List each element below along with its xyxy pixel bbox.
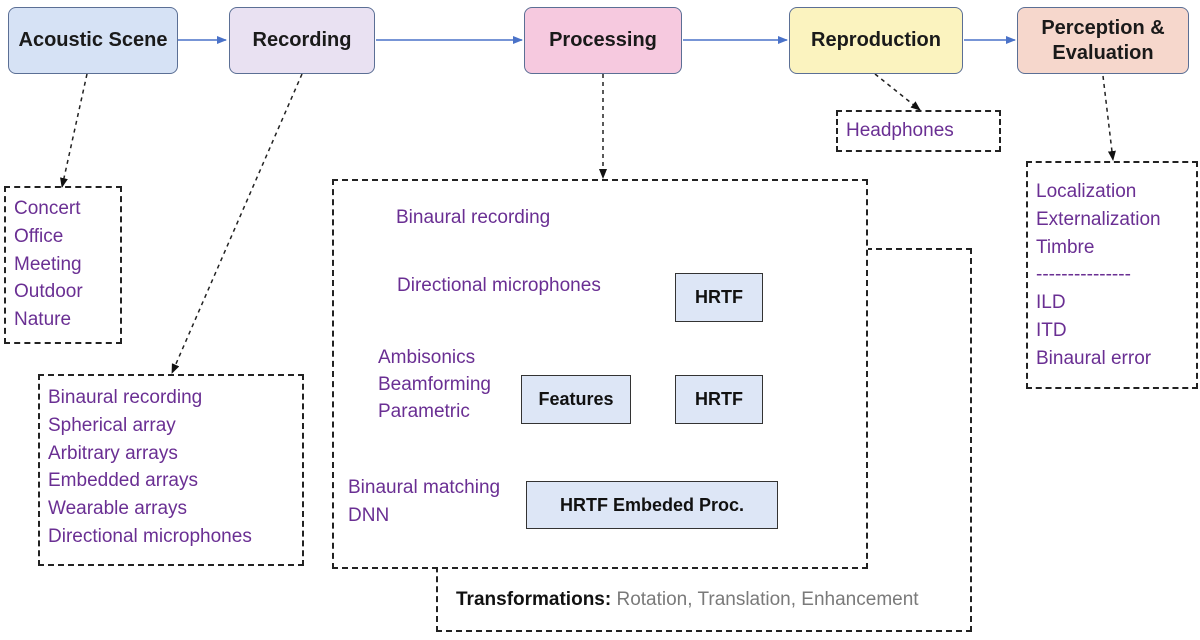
recording-methods-box [38, 374, 304, 566]
list-item: Embedded arrays [48, 470, 198, 492]
evaluation-list: Localization Externalization Timbre ----… [1036, 178, 1161, 373]
list-item: Binaural recording [48, 387, 203, 408]
stage-recording: Recording [229, 7, 375, 74]
transformations-caption: Transformations: Rotation, Translation, … [456, 589, 919, 611]
list-item: Concert [14, 198, 81, 219]
label-binaural-recording: Binaural recording [396, 207, 551, 228]
label-ambisonics: Ambisonics [378, 347, 476, 368]
stage-reproduction-label: Reproduction [811, 29, 941, 51]
list-item: Outdoor [14, 281, 83, 303]
transformations-colon: : [604, 589, 612, 610]
stage-perception-label-line2: Evaluation [1052, 41, 1154, 64]
label-dnn: DNN [348, 505, 390, 526]
evaluation-separator: --------------- [1036, 264, 1131, 286]
scenes-box [4, 186, 122, 344]
list-item: ITD [1036, 319, 1067, 341]
recording-methods-list: Binaural recording Spherical array Arbit… [48, 384, 252, 551]
list-item: Externalization [1036, 208, 1161, 230]
stage-processing-label: Processing [549, 29, 657, 51]
list-item: Directional microphones [48, 525, 252, 547]
list-item: Binaural error [1036, 347, 1152, 369]
list-item: Spherical array [48, 414, 176, 436]
list-item: Localization [1036, 181, 1137, 202]
hrtf-block-parametric: HRTF [675, 375, 763, 424]
hrtf-block-directional: HRTF [675, 273, 763, 322]
evaluation-box [1026, 161, 1198, 389]
list-item: Timbre [1036, 236, 1095, 258]
list-item: Wearable arrays [48, 498, 188, 520]
label-directional-microphones: Directional microphones [397, 275, 601, 296]
stage-acoustic-scene: Acoustic Scene [8, 7, 178, 74]
stage-processing: Processing [524, 7, 682, 74]
list-item: Office [14, 225, 64, 247]
headphones-box [836, 110, 1001, 152]
pointer-reproduction [874, 73, 921, 111]
hrtf-embedded-block: HRTF Embeded Proc. [526, 481, 778, 529]
list-item: Meeting [14, 253, 82, 275]
label-binaural-matching: Binaural matching [348, 477, 501, 498]
list-item: ILD [1036, 292, 1066, 314]
pointer-scene [60, 73, 88, 188]
list-item: Arbitrary arrays [48, 442, 178, 464]
label-beamforming: Beamforming [378, 374, 491, 395]
stage-perception-label-line1: Perception & [1041, 16, 1165, 39]
label-parametric: Parametric [378, 401, 470, 422]
features-block: Features [521, 375, 631, 424]
reproduction-list: Headphones [846, 117, 954, 145]
stage-reproduction: Reproduction [789, 7, 963, 74]
list-item: Nature [14, 309, 72, 331]
transformations-label: Transformations [456, 589, 605, 610]
scenes-list: Concert Office Meeting Outdoor Nature [14, 195, 83, 334]
stage-perception-evaluation: Perception & Evaluation [1017, 7, 1189, 74]
stage-acoustic-scene-label: Acoustic Scene [18, 29, 168, 51]
pointer-perception [1102, 75, 1116, 161]
list-item: Headphones [846, 120, 954, 141]
pointer-recording [171, 73, 303, 374]
stage-recording-label: Recording [252, 29, 352, 51]
transformations-items: Rotation, Translation, Enhancement [611, 589, 919, 610]
